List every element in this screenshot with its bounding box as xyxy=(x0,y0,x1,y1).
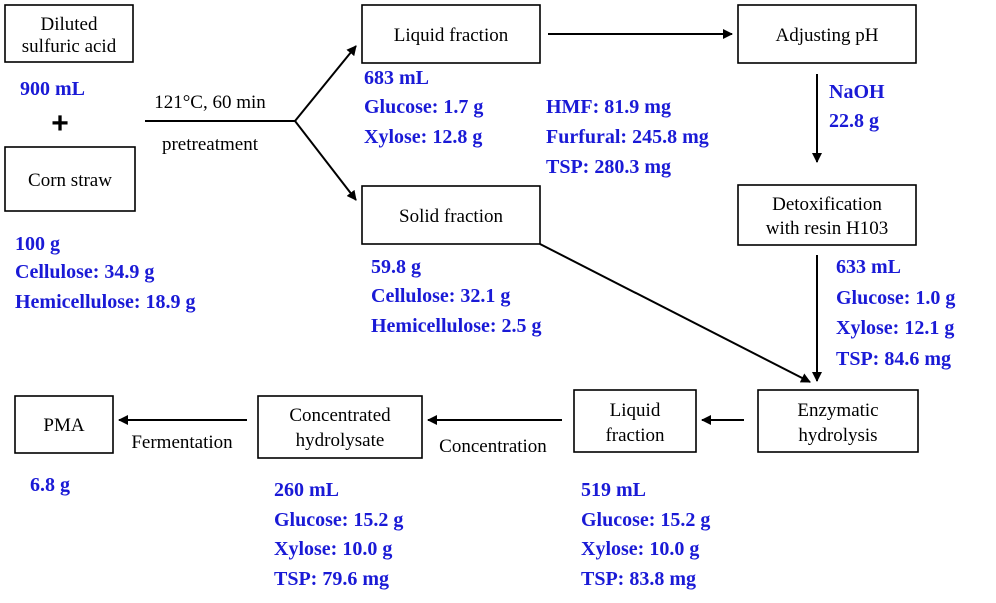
value-line: Xylose: 12.1 g xyxy=(836,317,954,339)
box-liquid-fraction-bottom: Liquid fraction xyxy=(573,389,697,453)
value-line: 100 g xyxy=(15,233,60,255)
value-line: Glucose: 15.2 g xyxy=(581,509,710,531)
fermentation-label: Fermentation xyxy=(131,432,233,453)
values-corn-straw: 100 g Cellulose: 34.9 g Hemicellulose: 1… xyxy=(15,233,196,313)
box-label-line: Liquid fraction xyxy=(394,25,509,46)
values-pma: 6.8 g xyxy=(30,474,70,496)
box-label-line: sulfuric acid xyxy=(22,36,117,57)
values-liquid-fraction-top-b: HMF: 81.9 mg Furfural: 245.8 mg TSP: 280… xyxy=(546,96,709,178)
box-label-line: Solid fraction xyxy=(399,206,503,227)
value-line: TSP: 79.6 mg xyxy=(274,568,389,590)
box-label-line: Liquid xyxy=(610,400,661,421)
box-liquid-fraction-top: Liquid fraction xyxy=(361,4,541,64)
box-label-line: Corn straw xyxy=(28,170,112,191)
box-diluted-sulfuric-acid: Diluted sulfuric acid xyxy=(4,4,134,63)
box-adjusting-ph: Adjusting pH xyxy=(737,4,917,64)
value-line: 633 mL xyxy=(836,256,901,278)
arrow-solid-to-enzymatic xyxy=(539,243,811,383)
box-pma: PMA xyxy=(14,395,114,454)
pretreatment-label: pretreatment xyxy=(162,134,259,155)
values-solid-fraction: 59.8 g Cellulose: 32.1 g Hemicellulose: … xyxy=(371,256,542,337)
plus-sign: + xyxy=(51,107,69,140)
value-line: Xylose: 10.0 g xyxy=(274,538,392,560)
values-naoh: NaOH 22.8 g xyxy=(829,81,885,132)
box-label-line: PMA xyxy=(43,415,84,436)
values-concentrated-hydrolysate: 260 mL Glucose: 15.2 g Xylose: 10.0 g TS… xyxy=(274,479,403,590)
value-line: 260 mL xyxy=(274,479,339,501)
value-line: 900 mL xyxy=(20,78,85,100)
box-corn-straw: Corn straw xyxy=(4,146,136,212)
value-line: 22.8 g xyxy=(829,110,879,132)
box-concentrated-hydrolysate: Concentrated hydrolysate xyxy=(257,395,423,459)
arrow-to-liquid-fraction xyxy=(294,45,357,122)
pretreatment-conditions-label: 121°C, 60 min xyxy=(154,92,266,113)
box-solid-fraction: Solid fraction xyxy=(361,185,541,245)
value-line: Glucose: 1.0 g xyxy=(836,287,955,309)
value-line: 519 mL xyxy=(581,479,646,501)
values-liquid-fraction-top-a: 683 mL Glucose: 1.7 g Xylose: 12.8 g xyxy=(364,67,483,148)
box-detoxification: Detoxification with resin H103 xyxy=(737,184,917,246)
value-line: 6.8 g xyxy=(30,474,70,496)
value-line: NaOH xyxy=(829,81,885,103)
box-label-line: Detoxification xyxy=(772,194,882,215)
box-enzymatic-hydrolysis: Enzymatic hydrolysis xyxy=(757,389,919,453)
value-line: Cellulose: 34.9 g xyxy=(15,261,154,283)
box-label-line: Adjusting pH xyxy=(776,25,879,46)
values-detoxification: 633 mL Glucose: 1.0 g Xylose: 12.1 g TSP… xyxy=(836,256,955,370)
value-line: Cellulose: 32.1 g xyxy=(371,285,510,307)
arrow-to-solid-fraction xyxy=(294,120,357,201)
box-label-line: Concentrated xyxy=(289,405,391,426)
value-line: HMF: 81.9 mg xyxy=(546,96,671,118)
box-label-line: Diluted xyxy=(41,14,98,35)
values-liquid-fraction-bottom: 519 mL Glucose: 15.2 g Xylose: 10.0 g TS… xyxy=(581,479,710,590)
value-line: 59.8 g xyxy=(371,256,421,278)
value-line: 683 mL xyxy=(364,67,429,89)
box-label-line: Enzymatic xyxy=(797,400,878,421)
value-line: Furfural: 245.8 mg xyxy=(546,126,709,148)
value-line: TSP: 83.8 mg xyxy=(581,568,696,590)
box-label-line: fraction xyxy=(605,425,665,446)
values-acid: 900 mL xyxy=(20,78,85,100)
value-line: Hemicellulose: 18.9 g xyxy=(15,291,196,313)
value-line: TSP: 84.6 mg xyxy=(836,348,951,370)
box-label-line: hydrolysis xyxy=(798,425,877,446)
value-line: Glucose: 15.2 g xyxy=(274,509,403,531)
box-label-line: hydrolysate xyxy=(296,430,385,451)
value-line: Hemicellulose: 2.5 g xyxy=(371,315,542,337)
concentration-label: Concentration xyxy=(439,436,547,457)
value-line: TSP: 280.3 mg xyxy=(546,156,671,178)
box-label-line: with resin H103 xyxy=(766,218,888,239)
value-line: Xylose: 10.0 g xyxy=(581,538,699,560)
value-line: Xylose: 12.8 g xyxy=(364,126,482,148)
value-line: Glucose: 1.7 g xyxy=(364,96,483,118)
